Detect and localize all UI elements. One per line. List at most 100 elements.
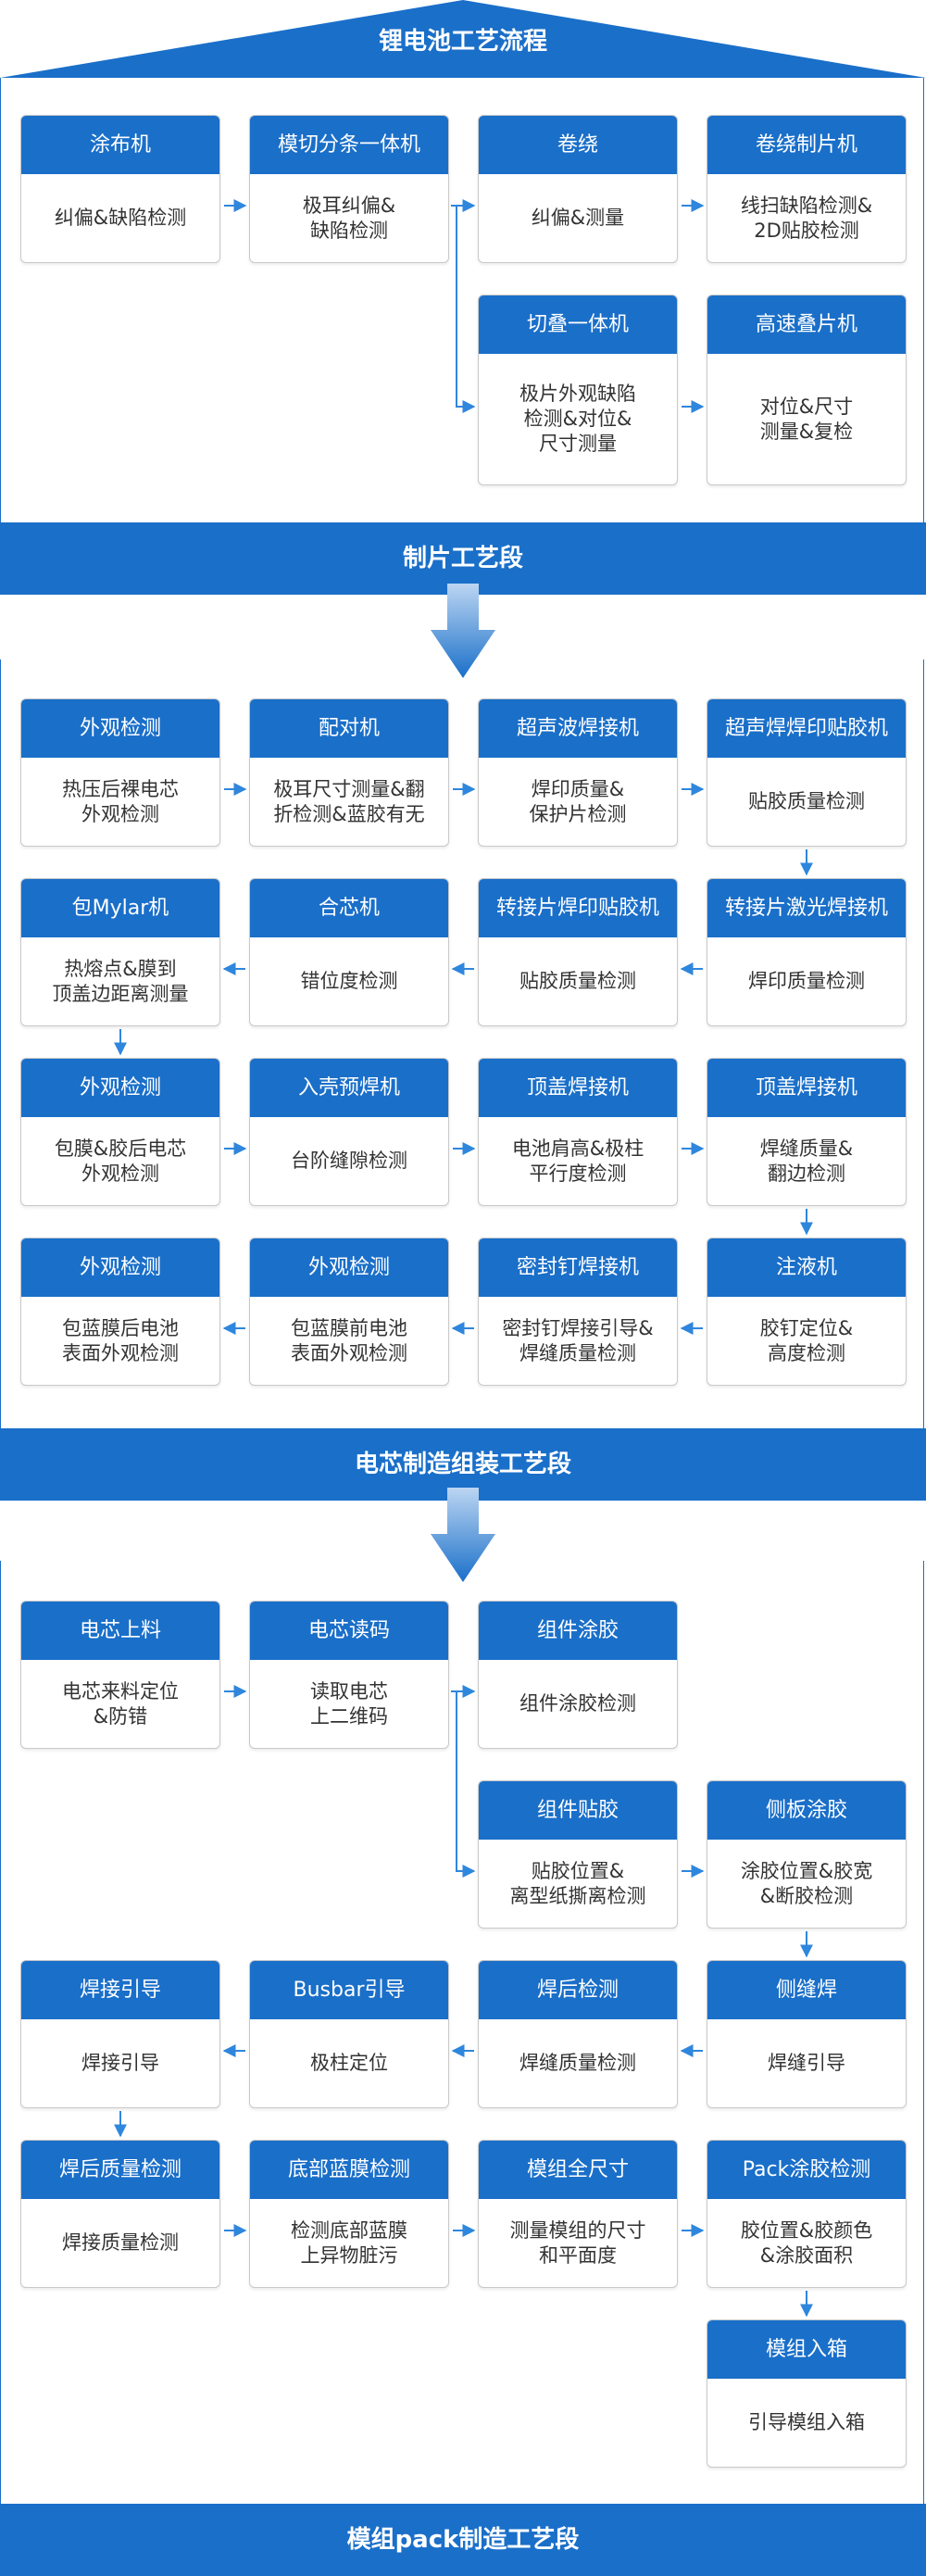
process-card-detail: 对位&尺寸 测量&复检 — [759, 395, 854, 443]
process-card: 入壳预焊机台阶缝隙检测 — [249, 1058, 449, 1206]
process-card: 焊后检测焊缝质量检测 — [478, 1960, 678, 2108]
process-card: 转接片激光焊接机焊印质量检测 — [707, 878, 907, 1026]
process-card: Busbar引导极柱定位 — [249, 1960, 449, 2108]
process-card-title: 卷绕制片机 — [707, 116, 906, 174]
process-card: 配对机极耳尺寸测量&翻 折检测&蓝胶有无 — [249, 698, 449, 847]
process-card-title: 卷绕 — [479, 116, 677, 174]
process-card: Pack涂胶检测胶位置&胶颜色 &涂胶面积 — [707, 2140, 907, 2288]
process-card-title: 组件贴胶 — [479, 1781, 677, 1840]
process-card: 密封钉焊接机密封钉焊接引导& 焊缝质量检测 — [478, 1238, 678, 1386]
process-card: 模组入箱引导模组入箱 — [707, 2319, 907, 2468]
process-card-title: 高速叠片机 — [707, 295, 906, 354]
process-card-detail: 检测底部蓝膜 上异物脏污 — [291, 2218, 407, 2267]
process-card-title: 转接片激光焊接机 — [707, 879, 906, 937]
process-card-title: 涂布机 — [21, 116, 219, 174]
header-roof — [0, 0, 926, 78]
process-card-title: 密封钉焊接机 — [479, 1238, 677, 1297]
process-card-detail: 贴胶位置& 离型纸撕离检测 — [509, 1859, 646, 1907]
process-card: 电芯上料电芯来料定位 &防错 — [20, 1601, 220, 1749]
process-card-detail: 贴胶质量检测 — [748, 790, 865, 812]
process-card: 切叠一体机极片外观缺陷 检测&对位& 尺寸测量 — [478, 295, 678, 485]
process-card: 转接片焊印贴胶机贴胶质量检测 — [478, 878, 678, 1026]
process-card-detail: 引导模组入箱 — [748, 2411, 865, 2433]
process-card-detail: 电芯来料定位 &防错 — [62, 1679, 179, 1728]
process-card: 组件涂胶组件涂胶检测 — [478, 1601, 678, 1749]
process-card-detail: 极耳尺寸测量&翻 折检测&蓝胶有无 — [273, 777, 425, 825]
process-card-detail: 涂胶位置&胶宽 &断胶检测 — [740, 1859, 873, 1907]
process-card: 合芯机错位度检测 — [249, 878, 449, 1026]
process-card-title: 入壳预焊机 — [250, 1059, 448, 1117]
process-card: 侧缝焊焊缝引导 — [707, 1960, 907, 2108]
process-card-title: 模切分条一体机 — [250, 116, 448, 174]
process-card-title: 模组入箱 — [707, 2320, 906, 2379]
process-card-detail: 热熔点&膜到 顶盖边距离测量 — [52, 957, 189, 1005]
process-card-title: 转接片焊印贴胶机 — [479, 879, 677, 937]
process-card-detail: 测量模组的尺寸 和平面度 — [509, 2218, 646, 2267]
process-card: 顶盖焊接机电池肩高&极柱 平行度检测 — [478, 1058, 678, 1206]
process-card-detail: 包蓝膜前电池 表面外观检测 — [291, 1316, 407, 1364]
process-card: 组件贴胶贴胶位置& 离型纸撕离检测 — [478, 1780, 678, 1929]
process-card-detail: 焊缝引导 — [768, 2052, 845, 2074]
process-card-title: 电芯读码 — [250, 1602, 448, 1660]
process-card-title: 底部蓝膜检测 — [250, 2141, 448, 2199]
process-card-title: 注液机 — [707, 1238, 906, 1297]
process-card-detail: 胶位置&胶颜色 &涂胶面积 — [740, 2218, 873, 2267]
process-card-detail: 极片外观缺陷 检测&对位& 尺寸测量 — [519, 383, 636, 455]
process-card-detail: 包膜&胶后电芯 外观检测 — [54, 1137, 187, 1185]
process-card: 底部蓝膜检测检测底部蓝膜 上异物脏污 — [249, 2140, 449, 2288]
process-card-detail: 包蓝膜后电池 表面外观检测 — [62, 1316, 179, 1364]
process-card-title: 组件涂胶 — [479, 1602, 677, 1660]
process-card: 电芯读码读取电芯 上二维码 — [249, 1601, 449, 1749]
process-card-detail: 纠偏&测量 — [531, 207, 625, 229]
process-card-detail: 胶钉定位& 高度检测 — [759, 1316, 854, 1364]
process-card-title: 外观检测 — [21, 699, 219, 758]
process-card: 模组全尺寸测量模组的尺寸 和平面度 — [478, 2140, 678, 2288]
process-card-title: 侧缝焊 — [707, 1961, 906, 2019]
process-card-title: 包Mylar机 — [21, 879, 219, 937]
process-card-title: Busbar引导 — [250, 1961, 448, 2019]
process-card-detail: 极耳纠偏& 缺陷检测 — [302, 194, 396, 242]
process-card: 包Mylar机热熔点&膜到 顶盖边距离测量 — [20, 878, 220, 1026]
process-card-title: 外观检测 — [250, 1238, 448, 1297]
process-card-detail: 极柱定位 — [310, 2052, 388, 2074]
process-card-detail: 焊接质量检测 — [62, 2231, 179, 2254]
down-arrow-icon — [431, 584, 495, 678]
process-card-title: 切叠一体机 — [479, 295, 677, 354]
process-card-title: 侧板涂胶 — [707, 1781, 906, 1840]
page-title: 锂电池工艺流程 — [378, 28, 547, 56]
process-card-title: 焊后检测 — [479, 1961, 677, 2019]
process-card: 涂布机纠偏&缺陷检测 — [20, 115, 220, 263]
process-card-title: 焊后质量检测 — [21, 2141, 219, 2199]
process-card-title: 合芯机 — [250, 879, 448, 937]
process-card: 顶盖焊接机焊缝质量& 翻边检测 — [707, 1058, 907, 1206]
process-card-detail: 组件涂胶检测 — [519, 1692, 636, 1715]
process-card-detail: 焊接引导 — [81, 2052, 159, 2074]
section-bar-1: 制片工艺段 — [0, 522, 926, 595]
process-card: 外观检测热压后裸电芯 外观检测 — [20, 698, 220, 847]
process-card-title: 顶盖焊接机 — [707, 1059, 906, 1117]
process-card: 外观检测包蓝膜前电池 表面外观检测 — [249, 1238, 449, 1386]
process-card-detail: 纠偏&缺陷检测 — [54, 207, 187, 229]
process-card-title: 超声波焊接机 — [479, 699, 677, 758]
process-card-title: 焊接引导 — [21, 1961, 219, 2019]
process-card-detail: 焊印质量检测 — [748, 970, 865, 992]
process-card-detail: 密封钉焊接引导& 焊缝质量检测 — [502, 1316, 654, 1364]
process-card: 注液机胶钉定位& 高度检测 — [707, 1238, 907, 1386]
process-card-detail: 电池肩高&极柱 平行度检测 — [511, 1137, 644, 1185]
process-card-title: 电芯上料 — [21, 1602, 219, 1660]
process-card-detail: 热压后裸电芯 外观检测 — [62, 777, 179, 825]
process-card: 卷绕制片机线扫缺陷检测& 2D贴胶检测 — [707, 115, 907, 263]
process-card-detail: 台阶缝隙检测 — [291, 1150, 407, 1172]
process-card: 超声波焊接机焊印质量& 保护片检测 — [478, 698, 678, 847]
process-card-title: 外观检测 — [21, 1238, 219, 1297]
process-card: 卷绕纠偏&测量 — [478, 115, 678, 263]
process-card-title: 顶盖焊接机 — [479, 1059, 677, 1117]
process-card-title: 模组全尺寸 — [479, 2141, 677, 2199]
process-card: 模切分条一体机极耳纠偏& 缺陷检测 — [249, 115, 449, 263]
down-arrow-icon — [431, 1488, 495, 1582]
process-card: 超声焊焊印贴胶机贴胶质量检测 — [707, 698, 907, 847]
process-card-title: 超声焊焊印贴胶机 — [707, 699, 906, 758]
process-card-title: 外观检测 — [21, 1059, 219, 1117]
process-card: 焊后质量检测焊接质量检测 — [20, 2140, 220, 2288]
section-bar-3: 模组pack制造工艺段 — [0, 2504, 926, 2576]
